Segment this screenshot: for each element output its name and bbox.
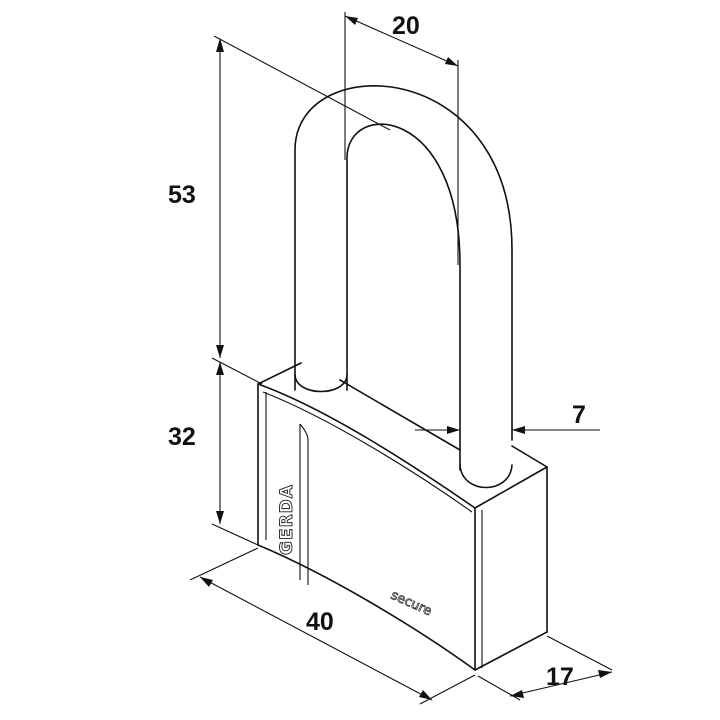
shackle	[294, 85, 513, 489]
dim-shackle-diameter: 7	[415, 401, 600, 434]
dim-body-depth: 17	[477, 635, 613, 701]
dim-shackle-width: 20	[344, 12, 459, 265]
model-label: secure	[388, 588, 434, 619]
dim-label-shackle-diameter: 7	[572, 401, 586, 429]
dim-label-body-height: 32	[168, 423, 196, 451]
dim-label-shackle-width: 20	[392, 12, 420, 40]
brand-label: GERDA	[277, 484, 297, 555]
dim-label-body-depth: 17	[546, 663, 574, 691]
dim-label-body-width: 40	[306, 608, 334, 636]
dim-body-height: 32	[168, 357, 263, 546]
dim-body-width: 40	[189, 547, 476, 705]
lock-body	[257, 362, 548, 671]
dim-shackle-clearance: 53	[168, 35, 391, 358]
dim-label-shackle-clearance: 53	[168, 181, 196, 209]
